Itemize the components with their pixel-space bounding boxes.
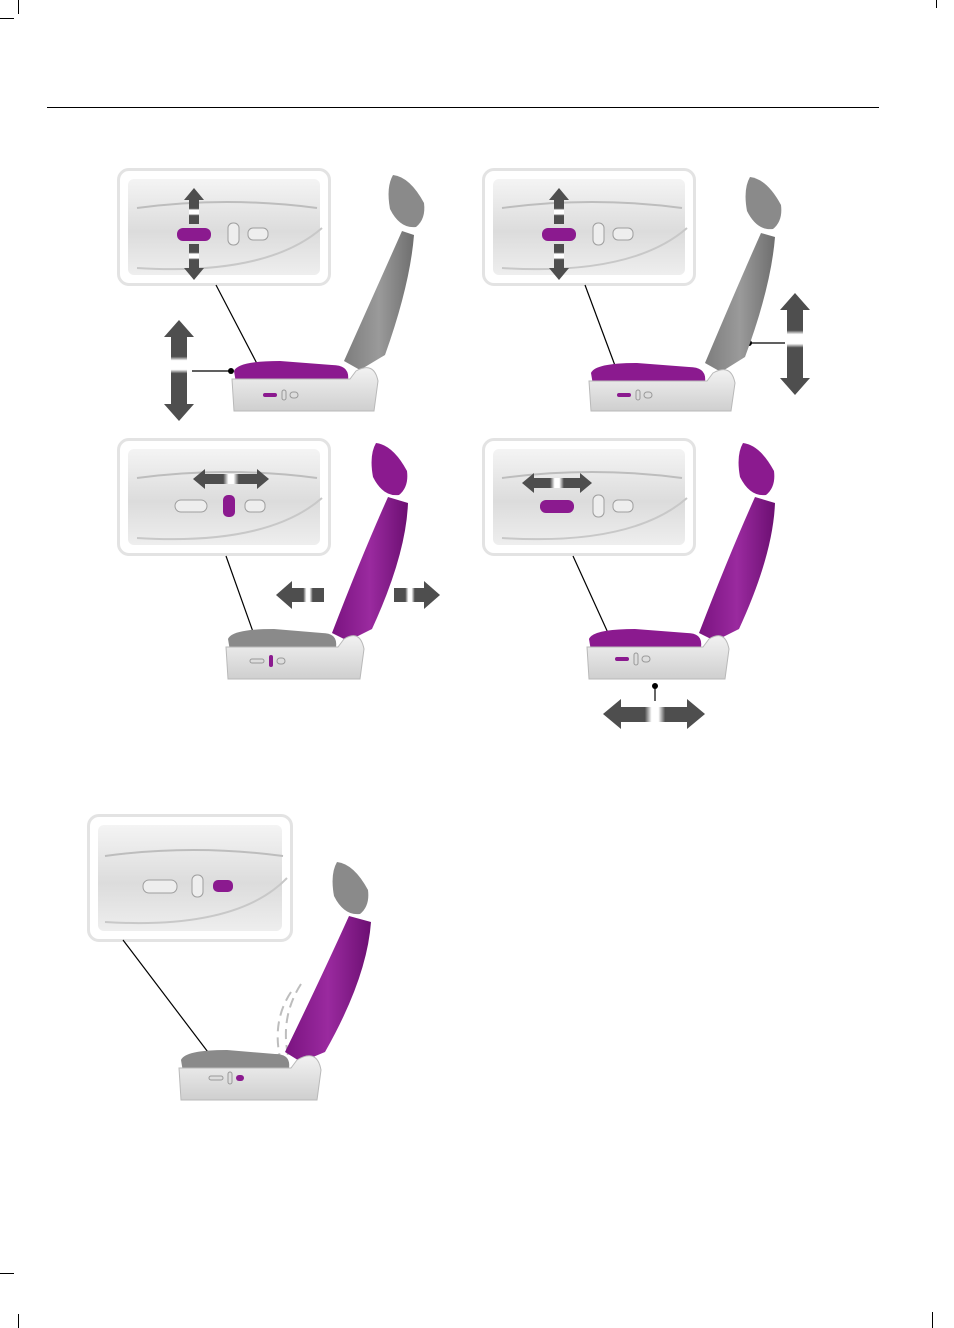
- seat-icon: [232, 175, 424, 411]
- figure-seat-cushion-height: [110, 165, 440, 425]
- crop-mark-bottom-right: [932, 1312, 933, 1328]
- figure-seat-recline: [85, 812, 395, 1107]
- seat-icon: [589, 177, 781, 411]
- large-up-down-arrow-icon: [780, 293, 810, 395]
- seat-icon: [179, 862, 371, 1100]
- seat-icon: [587, 443, 775, 679]
- crop-mark-top-left-h: [0, 18, 14, 19]
- forward-arrow-icon: [394, 581, 440, 609]
- crop-mark-top-right: [936, 0, 937, 8]
- figure-seat-backrest-height: [475, 165, 825, 425]
- figure-seat-fore-aft-tilt: [110, 435, 450, 685]
- header-rule: [47, 107, 879, 108]
- crop-mark-top-left-v: [18, 0, 19, 14]
- seat-icon: [226, 443, 408, 679]
- crop-mark-bottom-left-v: [18, 1314, 19, 1328]
- crop-mark-bottom-left-h: [0, 1273, 14, 1274]
- figure-seat-fore-aft-slide: [475, 435, 815, 735]
- large-up-down-arrow-icon: [164, 320, 194, 421]
- fore-aft-arrow-icon: [603, 699, 705, 729]
- backward-arrow-icon: [276, 581, 324, 609]
